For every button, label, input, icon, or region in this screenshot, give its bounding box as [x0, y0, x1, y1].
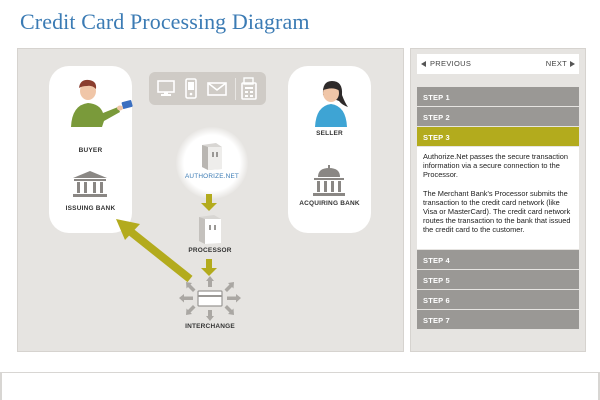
acquiring-bank-icon	[313, 165, 345, 196]
acquiring-bank-label: ACQUIRING BANK	[299, 200, 360, 207]
next-button[interactable]: NEXT	[546, 59, 575, 68]
diagram-panel: BUYER ISSUING BANK SELLER ACQUIRING BANK	[17, 48, 404, 352]
steps-panel: PREVIOUS NEXT STEP 1 STEP 2 STEP 3 Autho…	[410, 48, 586, 352]
interchange-icon	[179, 276, 241, 321]
previous-label: PREVIOUS	[430, 59, 472, 68]
step-3-text-1: Authorize.Net passes the secure transact…	[423, 152, 569, 180]
buyer-icon	[71, 79, 133, 127]
step-1-button[interactable]: STEP 1	[417, 87, 579, 107]
seller-icon	[315, 81, 348, 127]
footer-left-edge	[0, 372, 2, 400]
issuing-bank-label: ISSUING BANK	[65, 205, 116, 212]
steps-nav: PREVIOUS NEXT	[417, 54, 579, 74]
mail-icon	[207, 82, 227, 96]
device-divider	[235, 78, 236, 100]
issuing-bank-icon	[73, 171, 107, 197]
footer-right-edge	[598, 372, 600, 400]
page-title: Credit Card Processing Diagram	[20, 9, 310, 34]
computer-icon	[157, 80, 175, 96]
step-7-button[interactable]: STEP 7	[417, 310, 579, 330]
devices-box	[149, 72, 266, 105]
phone-icon	[185, 78, 197, 99]
footer-divider	[0, 372, 600, 373]
arrow-gateway-to-processor	[201, 194, 217, 211]
interchange-label: INTERCHANGE	[185, 323, 235, 330]
gateway-server-icon	[202, 143, 222, 170]
step-list: STEP 1 STEP 2 STEP 3 Authorize.Net passe…	[417, 87, 579, 330]
arrow-processor-to-interchange	[201, 259, 217, 276]
buyer-label: BUYER	[78, 147, 103, 154]
arrow-right-icon	[570, 61, 575, 68]
gateway-label: AUTHORIZE.NET	[184, 173, 240, 180]
step-4-button[interactable]: STEP 4	[417, 250, 579, 270]
processor-icon	[199, 215, 221, 244]
arrow-interchange-to-issuing-bank	[116, 219, 193, 283]
previous-button[interactable]: PREVIOUS	[421, 59, 471, 68]
processor-label: PROCESSOR	[188, 247, 232, 254]
seller-label: SELLER	[316, 130, 343, 137]
step-6-button[interactable]: STEP 6	[417, 290, 579, 310]
step-3-button[interactable]: STEP 3	[417, 127, 579, 147]
step-2-button[interactable]: STEP 2	[417, 107, 579, 127]
arrow-left-icon	[421, 61, 426, 68]
step-3-description: Authorize.Net passes the secure transact…	[417, 147, 579, 250]
step-5-button[interactable]: STEP 5	[417, 270, 579, 290]
fax-icon	[241, 77, 257, 100]
step-3-text-2: The Merchant Bank's Processor submits th…	[423, 188, 571, 235]
next-label: NEXT	[545, 59, 567, 68]
